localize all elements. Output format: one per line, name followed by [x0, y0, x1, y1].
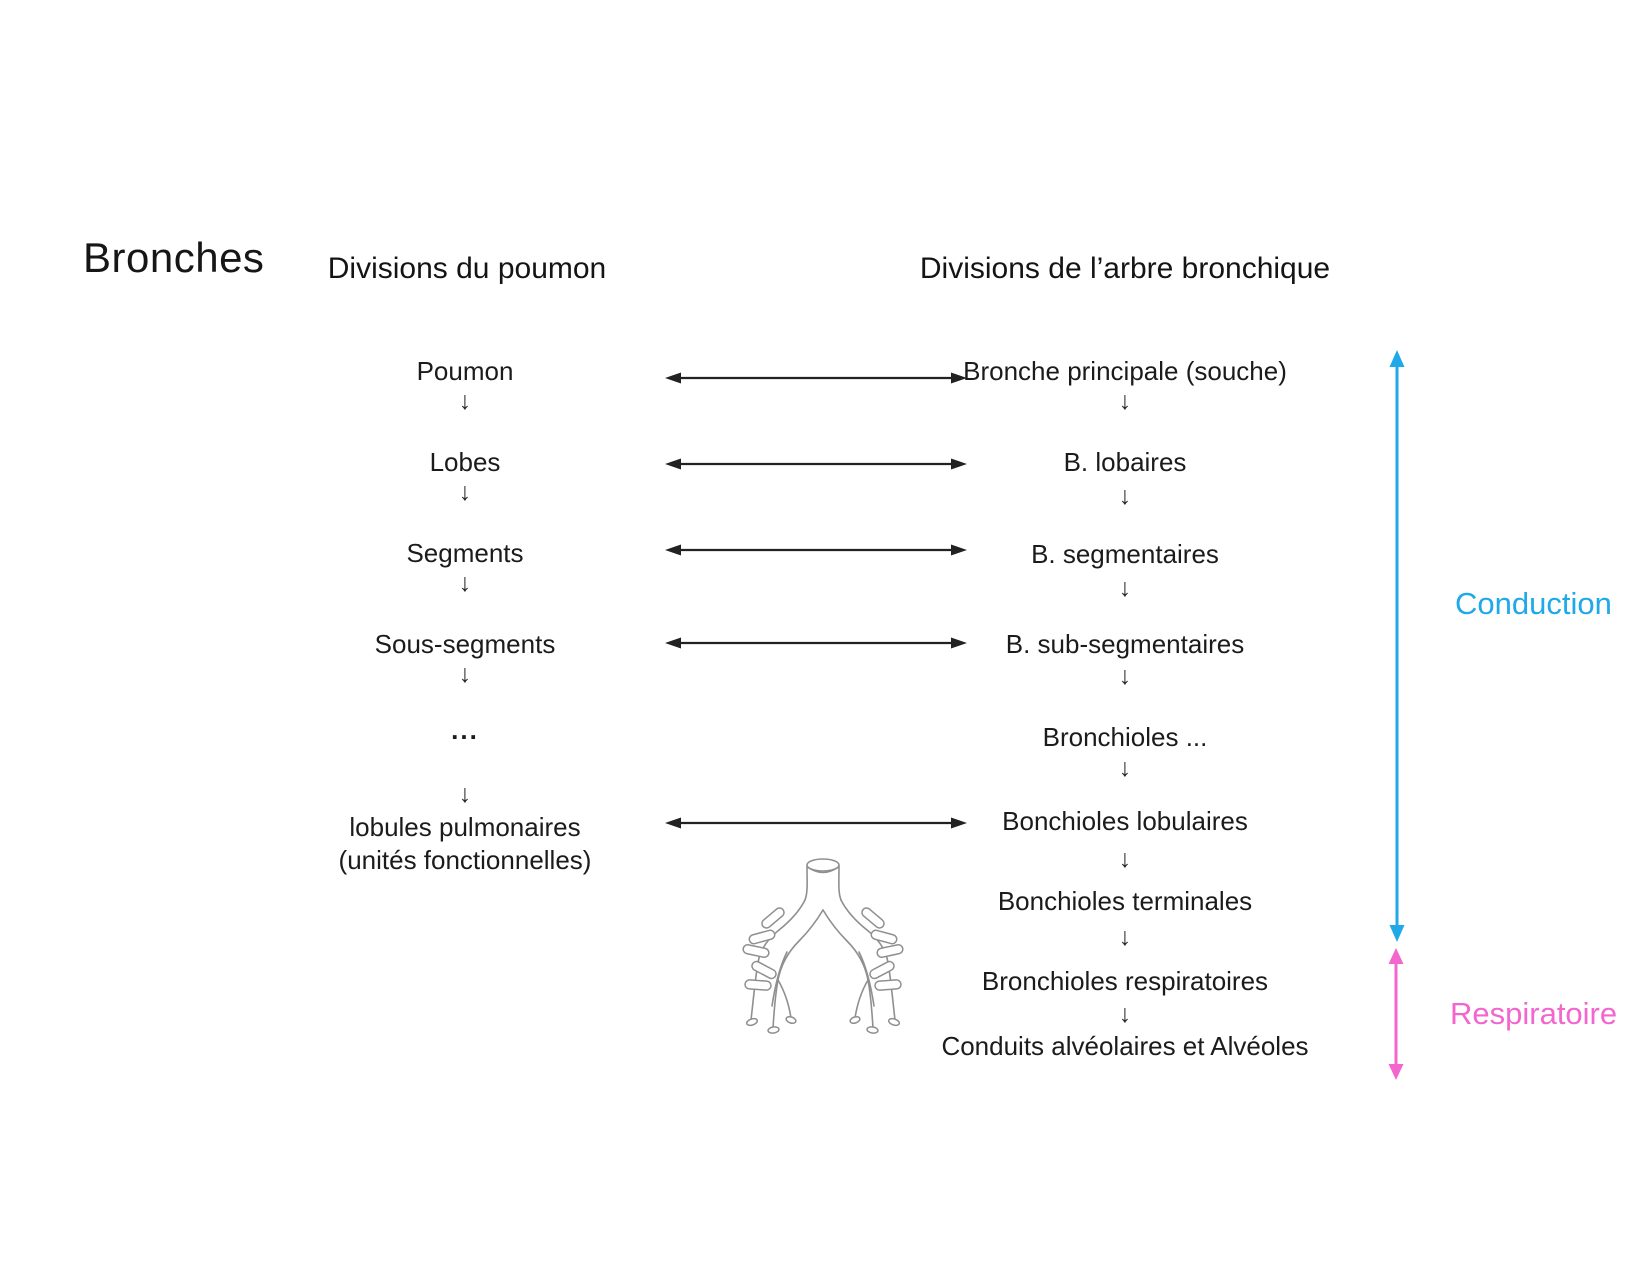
- conduction-range-arrow: [1389, 350, 1405, 942]
- right-item-b-sub-segmentaires: B. sub-segmentaires: [1005, 629, 1245, 659]
- down-arrow-icon: ↓: [458, 478, 472, 506]
- left-item-sous-segments: Sous-segments: [374, 629, 556, 659]
- left-item-lobules-pulmonaires: lobules pulmonaires: [349, 812, 581, 842]
- respiratoire-label: Respiratoire: [1450, 996, 1618, 1031]
- conduction-label: Conduction: [1455, 586, 1612, 621]
- down-arrow-icon: ↓: [1118, 845, 1132, 873]
- down-arrow-icon: ↓: [1118, 387, 1132, 415]
- right-item-bronchioles: Bronchioles ...: [1042, 722, 1208, 752]
- right-item-bronchioles-respiratoires: Bronchioles respiratoires: [981, 966, 1269, 996]
- bidirectional-arrow-lobules-bonchioles: [665, 817, 967, 829]
- right-item-bronche-principale: Bronche principale (souche): [963, 356, 1287, 386]
- bidirectional-arrow-lobes-lobaires: [665, 458, 967, 470]
- down-arrow-icon: ↓: [1118, 574, 1132, 602]
- down-arrow-icon: ↓: [458, 569, 472, 597]
- down-arrow-icon: ↓: [1118, 482, 1132, 510]
- header-divisions-poumon: Divisions du poumon: [327, 252, 607, 285]
- header-divisions-arbre-bronchique: Divisions de l’arbre bronchique: [919, 252, 1331, 285]
- bidirectional-arrow-poumon-bronche: [665, 372, 967, 384]
- down-arrow-icon: ↓: [1118, 1000, 1132, 1028]
- respiratoire-range-arrow: [1388, 948, 1404, 1080]
- right-item-b-lobaires: B. lobaires: [1063, 447, 1187, 477]
- down-arrow-icon: ↓: [1118, 923, 1132, 951]
- down-arrow-icon: ↓: [458, 387, 472, 415]
- down-arrow-icon: ↓: [1118, 754, 1132, 782]
- down-arrow-icon: ↓: [458, 660, 472, 688]
- right-item-conduits-alveolaires: Conduits alvéolaires et Alvéoles: [941, 1031, 1309, 1061]
- right-item-bonchioles-lobulaires: Bonchioles lobulaires: [1002, 806, 1248, 836]
- left-item-poumon: Poumon: [416, 356, 514, 386]
- bidirectional-arrow-segments-segmentaires: [665, 544, 967, 556]
- bronchial-tree-illustration: [742, 858, 904, 1034]
- right-item-b-segmentaires: B. segmentaires: [1031, 539, 1219, 569]
- left-item-lobes: Lobes: [429, 447, 501, 477]
- left-item-unites-fonctionnelles: (unités fonctionnelles): [338, 845, 592, 875]
- bidirectional-arrow-sous-segments-sub-segmentaires: [665, 637, 967, 649]
- left-item-segments: Segments: [406, 538, 524, 568]
- down-arrow-icon: ↓: [1118, 662, 1132, 690]
- left-item-ellipsis: ...: [451, 715, 479, 745]
- right-item-bonchioles-terminales: Bonchioles terminales: [997, 886, 1253, 916]
- down-arrow-icon: ↓: [458, 780, 472, 808]
- page-title: Bronches: [83, 234, 265, 281]
